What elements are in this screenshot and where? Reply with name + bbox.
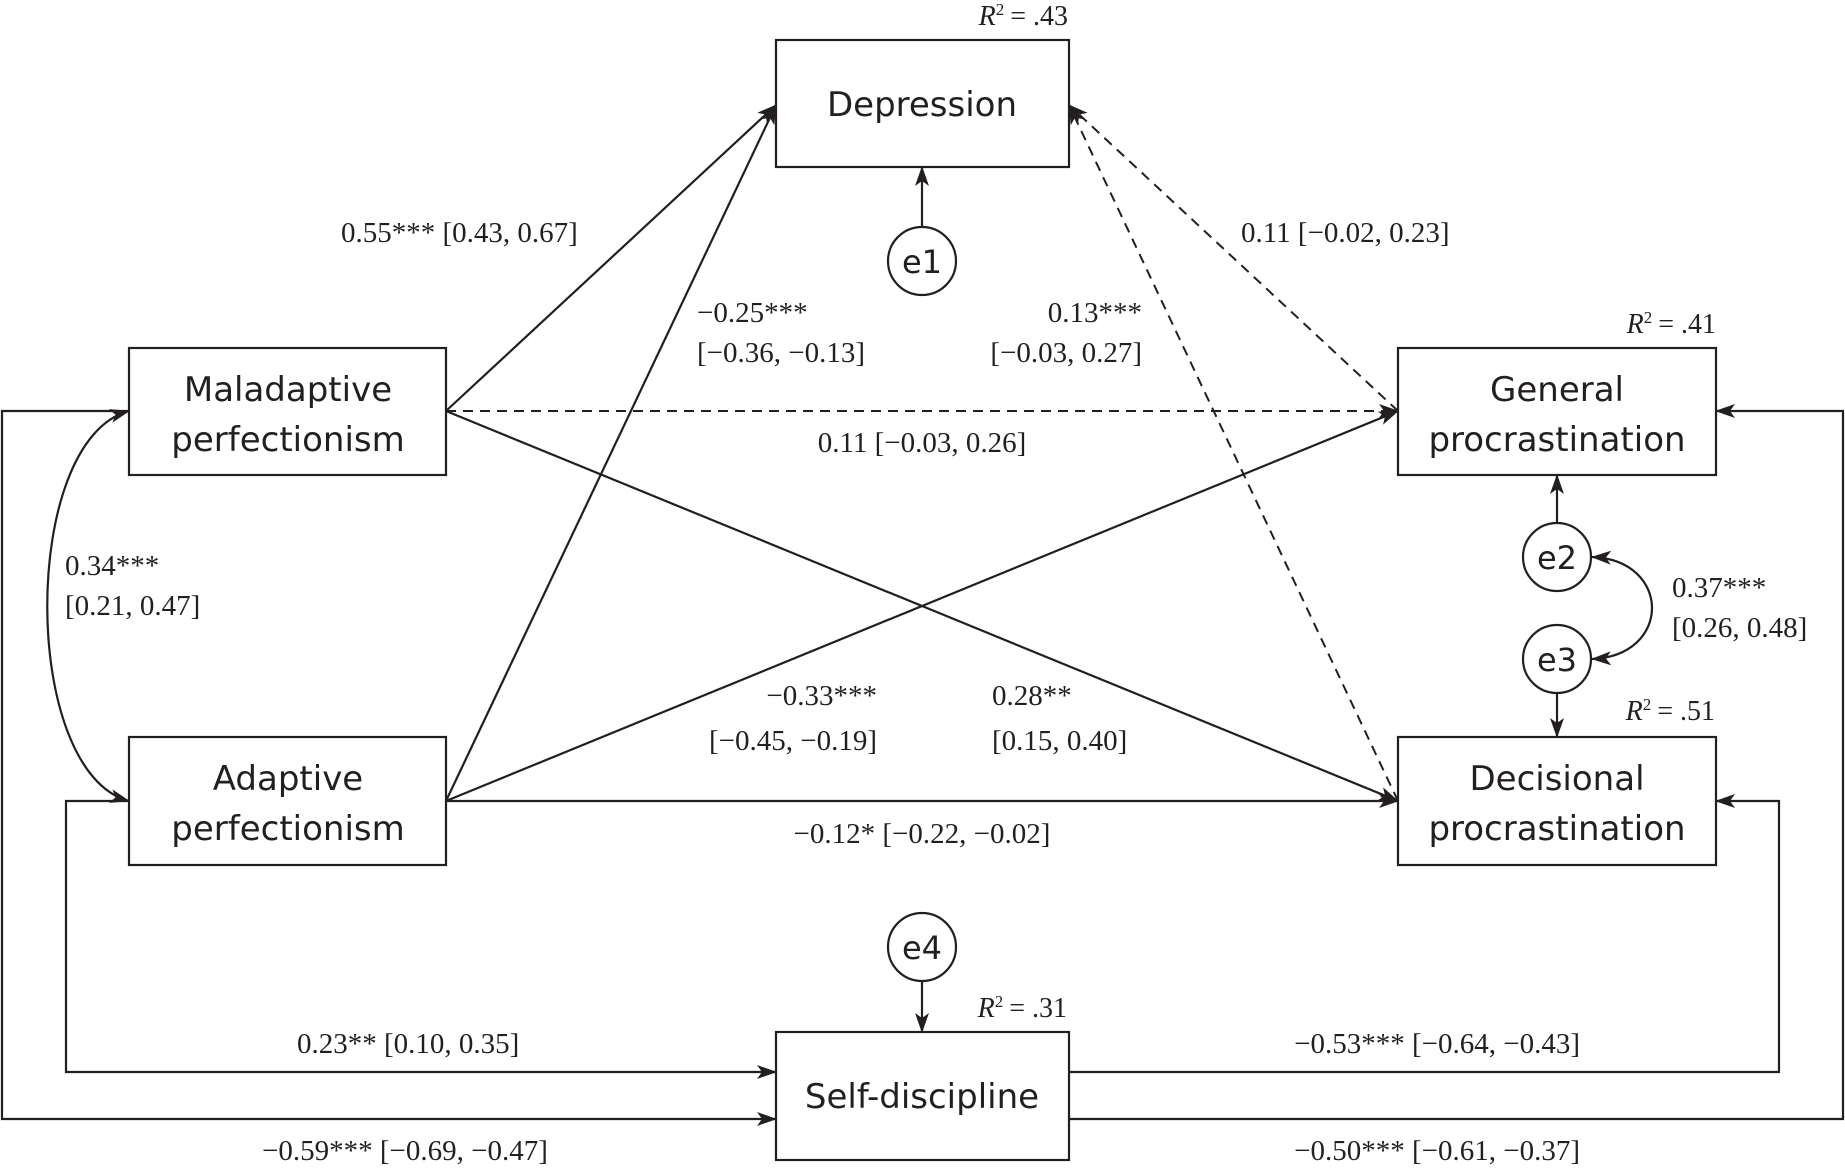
node-decisional-label-line1: Decisional [1469,759,1644,799]
error-e4-label: e4 [902,929,942,967]
coef-decisional-depression-estimate: 0.13*** [1048,297,1142,329]
node-maladaptive-label-line2: perfectionism [171,420,404,460]
error-e3: e3 [1521,623,1593,695]
path-general-depression [1068,104,1399,412]
node-depression-label: Depression [827,85,1017,125]
node-maladaptive: Maladaptive perfectionism [127,346,448,477]
path-adaptive-selfdiscipline [64,799,777,1079]
error-e1-label: e1 [902,243,942,281]
path-decisional-depression [1068,104,1399,802]
node-depression: Depression R2= .43 [774,0,1071,169]
r2-selfdiscipline: R2= .31 [977,992,1067,1024]
path-maladaptive-selfdiscipline [0,409,777,1126]
coef-adaptive-general-ci: [−0.45, −0.19] [709,725,877,757]
r2-depression: R2= .43 [978,0,1068,32]
error-e1-circle [886,225,958,297]
node-adaptive-box [127,735,448,867]
coef-adaptive-general-estimate: −0.33*** [766,680,877,712]
coef-e2-e3-estimate: 0.37*** [1672,572,1766,604]
coef-maladaptive-adaptive-ci: [0.21, 0.47] [65,590,200,622]
coef-maladaptive-decisional-estimate: 0.28** [992,680,1072,712]
node-adaptive: Adaptive perfectionism [127,735,448,867]
path-adaptive-general [445,409,1399,803]
coef-adaptive-selfdiscipline: 0.23** [0.10, 0.35] [297,1028,519,1060]
path-selfdiscipline-general [1069,404,1845,1121]
coef-selfdiscipline-general: −0.50*** [−0.61, −0.37] [1294,1135,1580,1167]
node-maladaptive-label-line1: Maladaptive [184,370,392,410]
error-e2-label: e2 [1537,539,1577,577]
correlation-e2-e3 [1591,550,1653,666]
node-depression-box [774,38,1071,169]
coefficient-labels: 0.55*** [0.43, 0.67] −0.25*** [−0.36, −0… [65,217,1807,1167]
path-selfdiscipline-decisional [1069,794,1781,1074]
node-adaptive-label-line1: Adaptive [213,759,363,799]
error-e3-circle [1521,623,1593,695]
node-general-label-line1: General [1490,370,1624,410]
node-general-box [1396,346,1718,477]
path-adaptive-depression [445,104,777,802]
error-e2-circle [1521,521,1593,593]
coef-general-depression: 0.11 [−0.02, 0.23] [1241,217,1450,249]
node-selfdiscipline-box [774,1030,1071,1162]
coef-e2-e3-ci: [0.26, 0.48] [1672,612,1807,644]
paths [0,104,1845,1126]
coef-maladaptive-decisional-ci: [0.15, 0.40] [992,725,1127,757]
coef-selfdiscipline-decisional: −0.53*** [−0.64, −0.43] [1294,1028,1580,1060]
coef-maladaptive-depression: 0.55*** [0.43, 0.67] [341,217,578,249]
node-general: General procrastination R2= .41 [1396,308,1718,477]
node-selfdiscipline: Self-discipline R2= .31 [774,992,1071,1162]
error-e3-label: e3 [1537,641,1577,679]
coef-maladaptive-general: 0.11 [−0.03, 0.26] [818,427,1027,459]
coef-adaptive-depression-estimate: −0.25*** [697,297,808,329]
node-maladaptive-box [127,346,448,477]
node-decisional: Decisional procrastination R2= .51 [1396,695,1718,867]
r2-decisional: R2= .51 [1625,695,1715,727]
coef-decisional-depression-ci: [−0.03, 0.27] [990,337,1142,369]
error-e2: e2 [1521,521,1593,593]
path-maladaptive-depression [445,104,777,412]
correlation-maladaptive-adaptive [46,409,130,803]
node-decisional-label-line2: procrastination [1428,809,1685,849]
error-e4-circle [886,911,958,983]
coef-adaptive-decisional: −0.12* [−0.22, −0.02] [794,818,1051,850]
error-e1: e1 [886,225,958,297]
coef-maladaptive-selfdiscipline: −0.59*** [−0.69, −0.47] [262,1135,548,1167]
node-general-label-line2: procrastination [1428,420,1685,460]
node-decisional-box [1396,735,1718,867]
node-selfdiscipline-label: Self-discipline [805,1077,1039,1117]
r2-general: R2= .41 [1626,308,1716,340]
error-e4: e4 [886,911,958,983]
node-adaptive-label-line2: perfectionism [171,809,404,849]
coef-adaptive-depression-ci: [−0.36, −0.13] [697,337,865,369]
coef-maladaptive-adaptive-estimate: 0.34*** [65,550,159,582]
